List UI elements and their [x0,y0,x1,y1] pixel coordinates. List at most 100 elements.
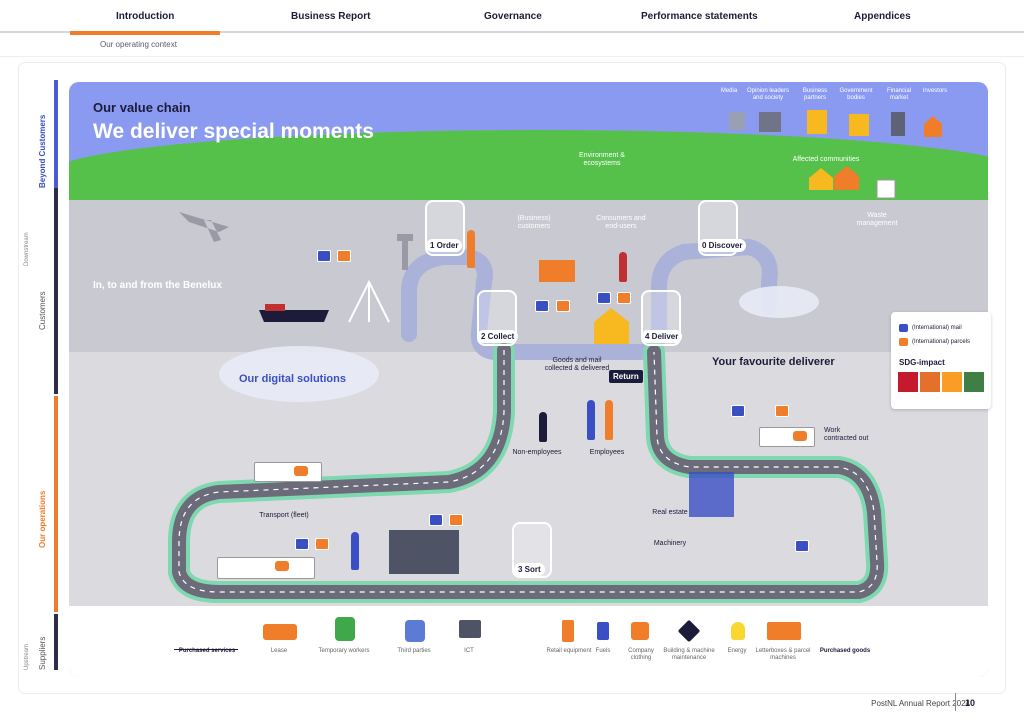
tab-governance[interactable]: Governance [484,11,542,22]
label-business-customers: (Business) customers [517,215,551,231]
parcel-icon [556,300,570,312]
mail-icon [597,292,611,304]
parcel-icon [899,338,908,346]
mail-icon [795,540,809,552]
customers-bar [54,188,58,394]
lease-van-icon [263,624,297,640]
tab-appendices[interactable]: Appendices [854,11,911,22]
person-non-employee [539,412,547,442]
mail-icon [731,405,745,417]
mail-icon [317,250,331,262]
value-chain-sidebar: Beyond Customers Downstream Customers Ou… [20,80,64,680]
label-transport-fleet: Transport (fleet) [259,512,309,519]
partners-building [807,110,827,134]
airplane-icon [179,212,229,242]
label-machinery: Machinery [653,540,687,547]
top-navigation: Introduction Business Report Governance … [0,0,1024,35]
footer-divider [955,693,956,711]
step-deliver[interactable]: 4 Deliver [641,330,683,343]
tab-performance-statements[interactable]: Performance statements [641,11,758,22]
step-order[interactable]: 1 Order [426,239,463,252]
truck [254,462,322,486]
upper-road [401,238,778,360]
stakeholder-opinion-leaders: Opinion leaders and society [746,88,790,101]
legend-parcels-label: (International) parcels [912,339,971,345]
label-lease: Lease [270,648,288,654]
parcel-icon [617,292,631,304]
person-consumer [619,252,627,282]
label-goods-collected: Goods and mail collected & delivered [544,357,610,373]
label-our-operations: Our operations [38,490,47,548]
step-collect[interactable]: 2 Collect [477,330,519,343]
society-building [759,112,781,132]
postnl-shop [539,260,575,282]
mail-icon [899,324,908,332]
investors-house [924,116,942,137]
sdg-13-icon [964,372,984,392]
legend-panel: (International) mail (International) par… [891,312,991,409]
delivery-road [168,110,942,603]
stakeholder-business-partners: Business partners [802,88,828,101]
media-building [729,112,745,130]
step-sort[interactable]: 3 Sort [514,563,545,576]
return-badge[interactable]: Return [609,370,643,383]
parcel-icon [449,514,463,526]
label-upstream: Upstream [24,643,30,670]
computer-icon [459,620,481,638]
mail-icon [429,514,443,526]
truck-large [217,557,315,581]
legend-parcels: (International) parcels [899,338,970,346]
ship-icon [259,310,329,322]
label-building-maintenance: Building & machine maintenance [663,648,715,662]
tab-business-report[interactable]: Business Report [291,11,371,22]
house-icon [834,166,859,190]
step-discover[interactable]: 0 Discover [698,239,747,252]
bridge-icon [348,279,390,323]
control-tower-icon [402,240,408,270]
value-chain-illustration: Our value chain We deliver special momen… [69,82,988,677]
label-digital-solutions: Our digital solutions [239,373,346,385]
label-company-clothing: Company clothing [628,648,654,662]
label-purchased-services: Purchased services [178,648,236,654]
letterbox-icon [767,622,801,640]
label-waste-management: Waste management [856,212,898,228]
person-employee [587,400,595,440]
footer-report-title: PostNL Annual Report 2024 [871,699,970,708]
temporary-worker-icon [335,617,355,641]
stakeholder-government-bodies: Government bodies [839,88,873,101]
subnav-our-operating-context[interactable]: Our operating context [100,40,177,49]
house-icon [809,168,833,190]
label-fuels: Fuels [595,648,611,654]
label-temporary-workers: Temporary workers [318,648,370,654]
label-letterboxes: Letterboxes & parcel machines [755,648,811,662]
ship-cargo [265,304,285,311]
beyond-bar [54,80,58,188]
fuel-pump-icon [597,622,609,640]
parcel-icon [775,405,789,417]
delivery-van [759,427,815,451]
person-employee [605,400,613,440]
sdg-title: SDG-impact [899,358,945,367]
digital-cloud [219,346,379,402]
stakeholder-financial-market: Financial market [886,88,911,101]
tab-introduction[interactable]: Introduction [69,11,221,35]
tower-top [397,234,413,241]
legend-mail: (International) mail [899,324,962,332]
parcel-icon [337,250,351,262]
financial-building [891,112,905,136]
third-parties-icon [405,620,425,642]
label-favourite-deliverer: Your favourite deliverer [712,356,835,368]
label-consumers: Consumers and end-users [596,215,646,231]
road-markings [178,350,878,593]
label-benelux: In, to and from the Benelux [93,280,222,291]
label-ict: ICT [464,648,474,654]
warehouse [389,530,459,574]
cloud [739,286,819,318]
clothing-icon [631,622,649,640]
parcel-machine-icon [562,620,574,642]
label-energy: Energy [727,648,747,654]
parcel-icon [315,538,329,550]
operations-bar [54,396,58,612]
divider [0,56,1024,57]
house-icon [594,308,629,344]
